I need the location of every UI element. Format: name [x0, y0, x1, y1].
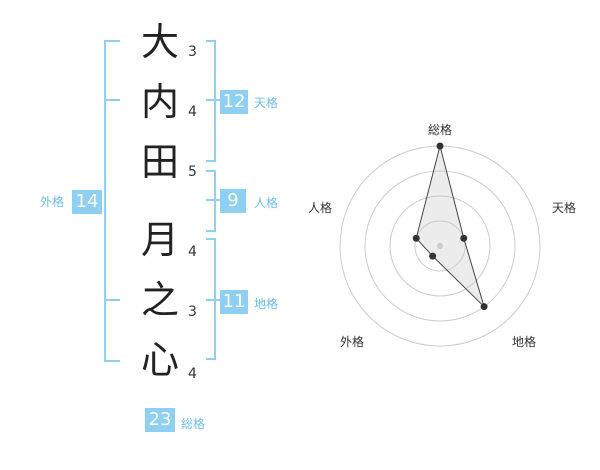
radar-point-4 [412, 234, 420, 242]
radar-axis-label-tenkaku: 天格 [551, 201, 576, 215]
name-char-4: 月 [140, 218, 179, 262]
gaikaku-bracket-tick-2 [104, 299, 120, 301]
radar-point-0 [436, 142, 444, 150]
radar-ring-1 [414, 220, 466, 272]
chikaku-bracket-tick [206, 299, 220, 301]
gaikaku-label: 外格 [40, 195, 65, 209]
soukaku-label: 総格 [181, 417, 206, 431]
gaikaku-value-badge: 14 [72, 190, 102, 214]
radar-axis-label-soukaku: 総格 [427, 123, 452, 137]
gaikaku-bracket-tick-1 [104, 99, 120, 101]
tenkaku-bracket-tick [206, 99, 220, 101]
tenkaku-label: 天格 [254, 96, 279, 110]
stroke-count-2: 4 [188, 104, 197, 120]
jinkaku-bracket-tick [206, 199, 220, 201]
gaikaku-bracket [104, 40, 120, 362]
name-char-5: 之 [140, 278, 179, 322]
name-char-6: 心 [140, 338, 179, 382]
radar-axis-label-chikaku: 地格 [511, 335, 536, 349]
stroke-count-6: 4 [188, 366, 197, 382]
stroke-count-3: 5 [188, 164, 197, 180]
tenkaku-bracket [206, 40, 216, 162]
radar-series-area [415, 145, 485, 308]
radar-point-3 [429, 252, 437, 260]
radar-ring-3 [364, 170, 516, 322]
name-char-2: 内 [140, 80, 179, 124]
soukaku-value-badge: 23 [145, 408, 175, 432]
chikaku-value-badge: 11 [220, 290, 248, 314]
stroke-count-1: 3 [188, 44, 197, 60]
name-char-3: 田 [140, 140, 179, 184]
radar-axis-label-jinkaku: 人格 [307, 201, 332, 215]
stroke-count-5: 3 [188, 304, 197, 320]
jinkaku-label: 人格 [254, 196, 279, 210]
name-char-1: 大 [140, 20, 179, 64]
stroke-count-4: 4 [188, 244, 197, 260]
chikaku-label: 地格 [254, 297, 279, 311]
jinkaku-value-badge: 9 [220, 189, 246, 213]
radar-axis-label-gaikaku: 外格 [339, 335, 364, 349]
radar-ring-2 [389, 195, 491, 297]
radar-point-1 [460, 234, 468, 242]
radar-center-dot [437, 243, 443, 249]
radar-point-2 [480, 303, 488, 311]
tenkaku-value-badge: 12 [220, 90, 248, 114]
jinkaku-bracket [206, 170, 216, 232]
